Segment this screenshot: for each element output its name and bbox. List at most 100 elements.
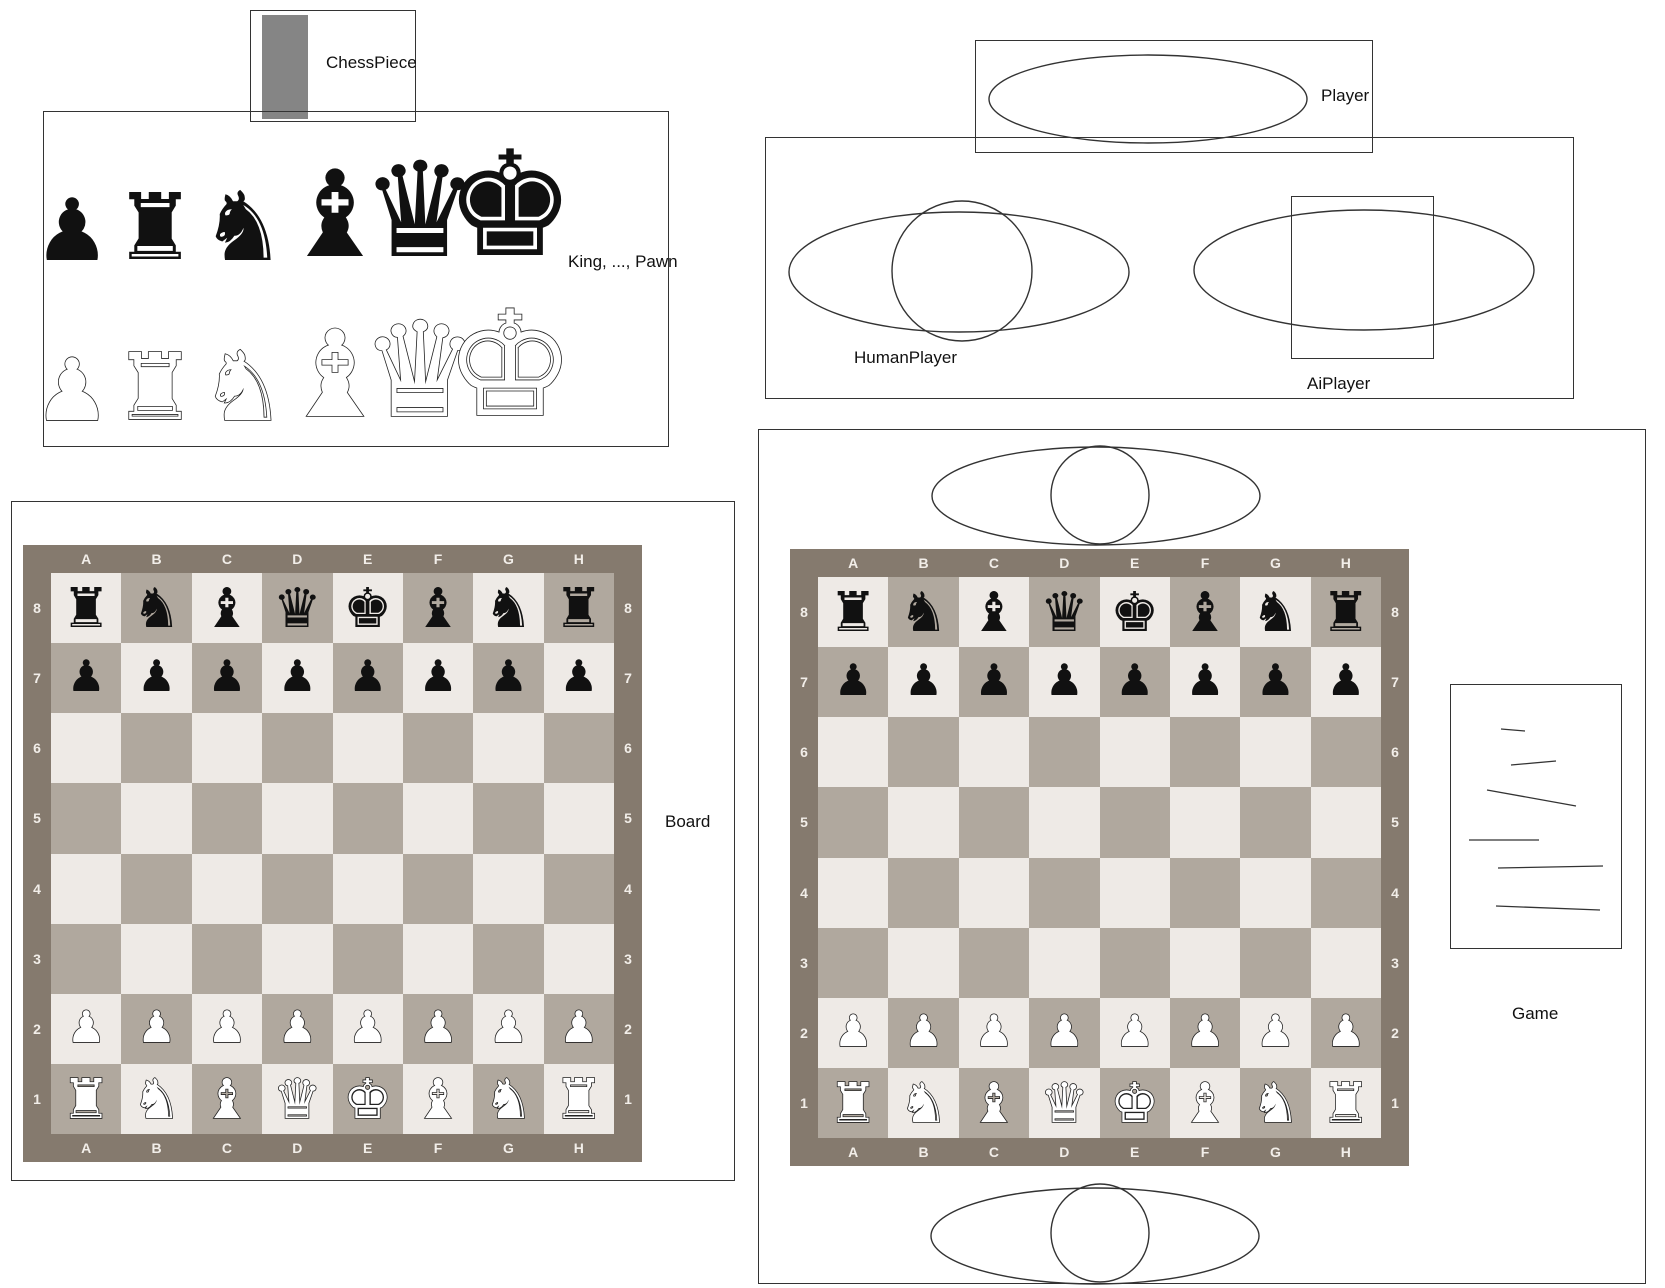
game-board-square-f1[interactable]: ♝ <box>1169 1067 1241 1138</box>
board-square-c7[interactable]: ♟ <box>191 643 263 714</box>
game-board-square-e8[interactable]: ♚ <box>1099 577 1170 648</box>
board-square-a8[interactable]: ♜ <box>51 573 122 644</box>
board-square-d5[interactable] <box>262 783 333 854</box>
game-board-square-e1[interactable]: ♚ <box>1099 1067 1170 1138</box>
board-square-g1[interactable]: ♞ <box>473 1063 544 1134</box>
game-board-square-c5[interactable] <box>958 787 1030 858</box>
game-board-square-d6[interactable] <box>1029 717 1100 788</box>
game-board-square-e4[interactable] <box>1099 857 1170 928</box>
game-board-square-d3[interactable] <box>1029 927 1100 998</box>
game-board-square-b3[interactable] <box>888 927 959 998</box>
board-square-d7[interactable]: ♟ <box>262 643 333 714</box>
board-square-g3[interactable] <box>473 923 544 994</box>
board-square-b1[interactable]: ♞ <box>121 1063 192 1134</box>
board-square-e3[interactable] <box>332 923 403 994</box>
board-square-c2[interactable]: ♟ <box>191 993 263 1064</box>
board-square-h3[interactable] <box>543 923 614 994</box>
game-board-square-f6[interactable] <box>1169 717 1241 788</box>
game-board-square-c1[interactable]: ♝ <box>958 1067 1030 1138</box>
board-square-d2[interactable]: ♟ <box>262 993 333 1064</box>
game-board-square-d2[interactable]: ♟ <box>1029 997 1100 1068</box>
board-square-b2[interactable]: ♟ <box>121 993 192 1064</box>
board-square-b5[interactable] <box>121 783 192 854</box>
game-board-square-h7[interactable]: ♟ <box>1310 647 1381 718</box>
board-square-h5[interactable] <box>543 783 614 854</box>
board-square-c3[interactable] <box>191 923 263 994</box>
game-board-square-f7[interactable]: ♟ <box>1169 647 1241 718</box>
board-square-h7[interactable]: ♟ <box>543 643 614 714</box>
board-square-e8[interactable]: ♚ <box>332 573 403 644</box>
game-board-square-a5[interactable] <box>818 787 889 858</box>
game-board-square-b4[interactable] <box>888 857 959 928</box>
board-square-d6[interactable] <box>262 713 333 784</box>
game-board-square-h2[interactable]: ♟ <box>1310 997 1381 1068</box>
game-board-square-h1[interactable]: ♜ <box>1310 1067 1381 1138</box>
game-board-square-b5[interactable] <box>888 787 959 858</box>
board-square-a5[interactable] <box>51 783 122 854</box>
board-square-d1[interactable]: ♛ <box>262 1063 333 1134</box>
board-square-d3[interactable] <box>262 923 333 994</box>
board-square-c6[interactable] <box>191 713 263 784</box>
game-board-square-e7[interactable]: ♟ <box>1099 647 1170 718</box>
board-square-g2[interactable]: ♟ <box>473 993 544 1064</box>
game-board-square-g6[interactable] <box>1240 717 1311 788</box>
game-board-square-a6[interactable] <box>818 717 889 788</box>
board-square-f5[interactable] <box>402 783 474 854</box>
game-board-square-g7[interactable]: ♟ <box>1240 647 1311 718</box>
game-board-square-f3[interactable] <box>1169 927 1241 998</box>
game-board-square-e5[interactable] <box>1099 787 1170 858</box>
game-board-square-h8[interactable]: ♜ <box>1310 577 1381 648</box>
board-square-e6[interactable] <box>332 713 403 784</box>
board-square-a4[interactable] <box>51 853 122 924</box>
board-square-f6[interactable] <box>402 713 474 784</box>
game-board-square-a4[interactable] <box>818 857 889 928</box>
board-square-a7[interactable]: ♟ <box>51 643 122 714</box>
board-square-a1[interactable]: ♜ <box>51 1063 122 1134</box>
board-square-h6[interactable] <box>543 713 614 784</box>
game-board-square-d1[interactable]: ♛ <box>1029 1067 1100 1138</box>
board-square-b8[interactable]: ♞ <box>121 573 192 644</box>
board-square-h1[interactable]: ♜ <box>543 1063 614 1134</box>
game-board-square-b7[interactable]: ♟ <box>888 647 959 718</box>
game-board-square-a1[interactable]: ♜ <box>818 1067 889 1138</box>
game-board-square-c2[interactable]: ♟ <box>958 997 1030 1068</box>
game-board-square-h6[interactable] <box>1310 717 1381 788</box>
board-square-g6[interactable] <box>473 713 544 784</box>
board-square-e2[interactable]: ♟ <box>332 993 403 1064</box>
game-board-square-c4[interactable] <box>958 857 1030 928</box>
game-board-square-f8[interactable]: ♝ <box>1169 577 1241 648</box>
game-board-square-g3[interactable] <box>1240 927 1311 998</box>
game-board-square-g4[interactable] <box>1240 857 1311 928</box>
board-square-g5[interactable] <box>473 783 544 854</box>
game-board-square-g2[interactable]: ♟ <box>1240 997 1311 1068</box>
board-square-b4[interactable] <box>121 853 192 924</box>
board-square-f4[interactable] <box>402 853 474 924</box>
board-square-c8[interactable]: ♝ <box>191 573 263 644</box>
board-square-f8[interactable]: ♝ <box>402 573 474 644</box>
board-square-h2[interactable]: ♟ <box>543 993 614 1064</box>
board-square-a6[interactable] <box>51 713 122 784</box>
game-board-square-a8[interactable]: ♜ <box>818 577 889 648</box>
game-board-square-f2[interactable]: ♟ <box>1169 997 1241 1068</box>
board-square-g7[interactable]: ♟ <box>473 643 544 714</box>
board-square-f7[interactable]: ♟ <box>402 643 474 714</box>
board-square-f2[interactable]: ♟ <box>402 993 474 1064</box>
board-square-f3[interactable] <box>402 923 474 994</box>
game-board-square-h5[interactable] <box>1310 787 1381 858</box>
game-board-square-g8[interactable]: ♞ <box>1240 577 1311 648</box>
board-square-e4[interactable] <box>332 853 403 924</box>
game-board-square-a7[interactable]: ♟ <box>818 647 889 718</box>
game-board-square-a3[interactable] <box>818 927 889 998</box>
board-square-g4[interactable] <box>473 853 544 924</box>
board-square-e7[interactable]: ♟ <box>332 643 403 714</box>
board-square-c1[interactable]: ♝ <box>191 1063 263 1134</box>
game-board-square-e6[interactable] <box>1099 717 1170 788</box>
board-square-d4[interactable] <box>262 853 333 924</box>
board-square-h4[interactable] <box>543 853 614 924</box>
game-board-square-f4[interactable] <box>1169 857 1241 928</box>
game-board-square-b1[interactable]: ♞ <box>888 1067 959 1138</box>
board-square-c5[interactable] <box>191 783 263 854</box>
game-board-square-d8[interactable]: ♛ <box>1029 577 1100 648</box>
game-board-square-g1[interactable]: ♞ <box>1240 1067 1311 1138</box>
game-board-square-d4[interactable] <box>1029 857 1100 928</box>
